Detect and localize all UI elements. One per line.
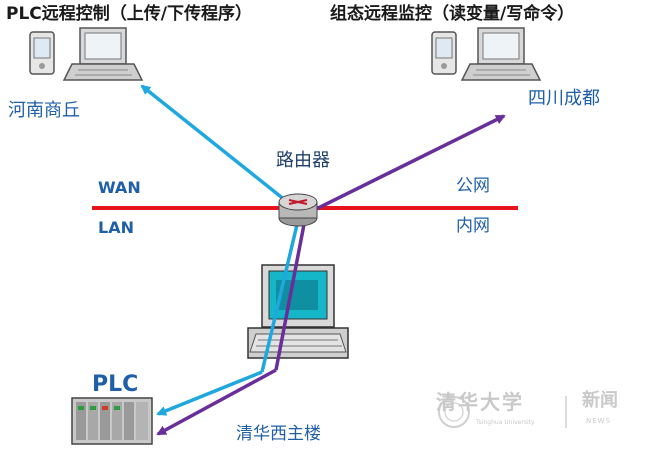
watermark-name-en: Tsinghua University (476, 419, 535, 426)
private-network-label: 内网 (456, 216, 490, 236)
router-label: 路由器 (276, 150, 330, 171)
scada-monitor-path-down (156, 368, 277, 436)
site-henan-label: 河南商丘 (8, 100, 80, 121)
lan-label: LAN (98, 218, 134, 237)
site-sichuan-label: 四川成都 (528, 88, 600, 109)
router-icon (278, 193, 318, 227)
plc-label: PLC (92, 372, 139, 397)
laptop-icon (62, 27, 144, 81)
laptop-icon (460, 27, 542, 81)
building-label: 清华西主楼 (236, 424, 321, 444)
watermark-news: 新闻 (582, 390, 618, 411)
scada-remote-monitor-title: 组态远程监控（读变量/写命令） (330, 4, 575, 24)
plc-device-icon (71, 397, 153, 445)
phone-icon (431, 31, 457, 75)
wan-label: WAN (98, 178, 141, 197)
plc-control-path-down (156, 370, 263, 416)
watermark-name: 清华大学 (436, 390, 524, 414)
workstation-icon (247, 264, 349, 359)
phone-icon (29, 31, 55, 75)
watermark-news-en: NEWS (586, 417, 612, 425)
plc-remote-control-title: PLC远程控制（上传/下传程序） (6, 4, 252, 24)
tsinghua-seal-watermark (438, 396, 567, 428)
public-network-label: 公网 (456, 176, 490, 196)
